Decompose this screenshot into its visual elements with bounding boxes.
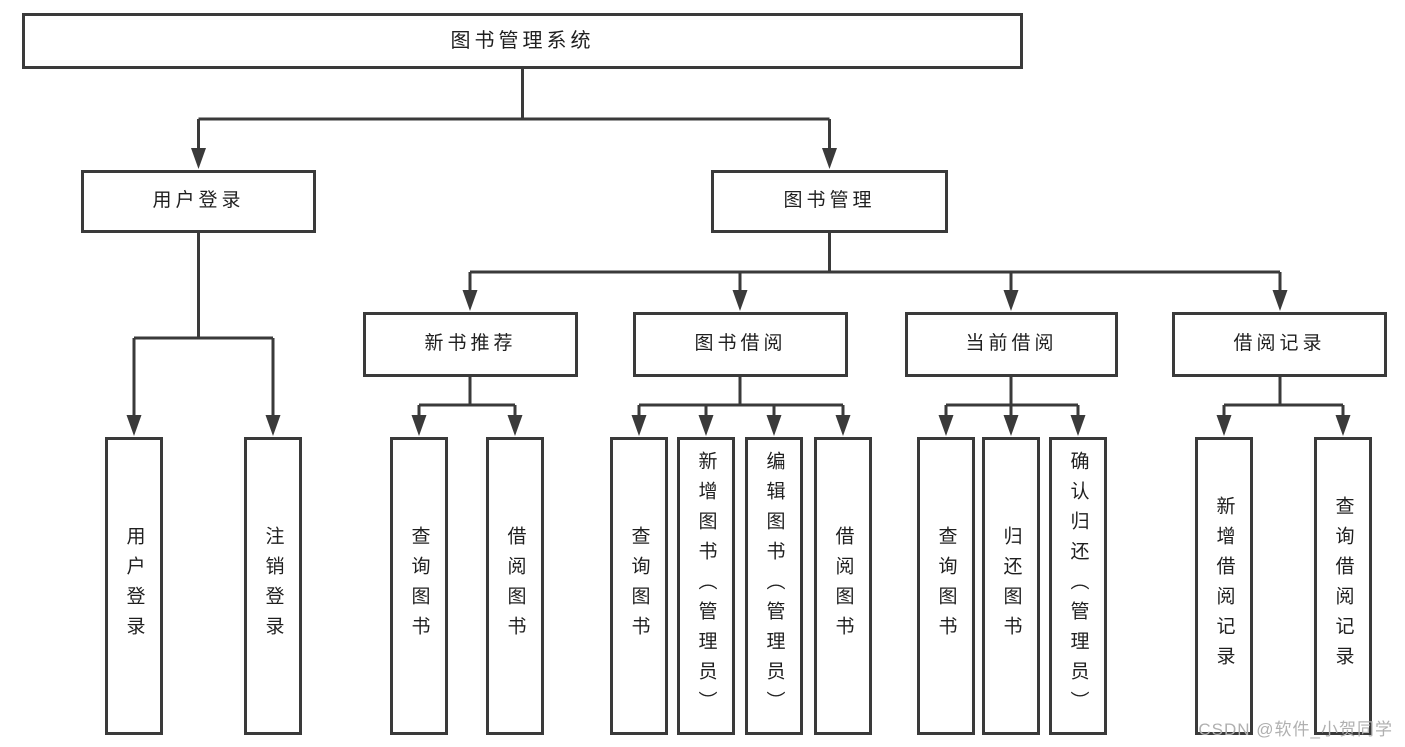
arrowhead (732, 290, 748, 311)
arrowhead (191, 148, 206, 169)
node-book-borrow: 图书借阅 (633, 312, 848, 377)
leaf-query-books-borrow: 查询图书 (610, 437, 668, 735)
arrowhead (1003, 415, 1019, 436)
arrowhead (766, 415, 782, 436)
leaf-label: 新增图书（管理员） (695, 451, 717, 721)
arrowhead (507, 415, 523, 436)
arrowhead (1335, 415, 1351, 436)
node-new-book-recommend: 新书推荐 (363, 312, 578, 377)
leaf-label: 确认归还（管理员） (1067, 451, 1089, 721)
csdn-watermark: CSDN @软件_小贺同学 (1198, 720, 1393, 739)
arrowhead (462, 290, 478, 311)
node-current-borrow: 当前借阅 (905, 312, 1118, 377)
arrowhead (835, 415, 851, 436)
node-borrow-records: 借阅记录 (1172, 312, 1387, 377)
arrowhead (265, 415, 281, 436)
arrowhead (126, 415, 142, 436)
leaf-label: 借阅图书 (832, 526, 854, 646)
arrowhead (1070, 415, 1086, 436)
leaf-label: 新增借阅记录 (1213, 496, 1235, 676)
leaf-confirm-return-admin: 确认归还（管理员） (1049, 437, 1107, 735)
node-label: 借阅记录 (1233, 333, 1326, 355)
leaf-user-login: 用户登录 (105, 437, 163, 735)
arrowhead (1272, 290, 1288, 311)
edge-book-management-to-level3 (468, 233, 1282, 291)
leaf-label: 编辑图书（管理员） (763, 451, 785, 721)
arrowhead (698, 415, 714, 436)
arrowhead (631, 415, 647, 436)
arrowhead (411, 415, 427, 436)
edge-current-borrow-to-leaves (944, 377, 1080, 416)
edge-root-to-level2 (197, 69, 831, 150)
leaf-label: 用户登录 (123, 526, 145, 646)
leaf-label: 注销登录 (262, 526, 284, 646)
arrowhead (938, 415, 954, 436)
node-label: 图书管理系统 (450, 30, 595, 52)
edge-new-book-recommend-to-leaves (417, 377, 517, 416)
leaf-query-borrow-record: 查询借阅记录 (1314, 437, 1372, 735)
leaf-label: 查询图书 (408, 526, 430, 646)
node-system-root: 图书管理系统 (22, 13, 1023, 69)
node-label: 当前借阅 (965, 333, 1058, 355)
node-label: 新书推荐 (424, 333, 517, 355)
node-book-management: 图书管理 (711, 170, 948, 233)
leaf-query-books-current: 查询图书 (917, 437, 975, 735)
arrowhead (1003, 290, 1019, 311)
arrowhead (822, 148, 837, 169)
leaf-label: 归还图书 (1000, 526, 1022, 646)
leaf-return-book: 归还图书 (982, 437, 1040, 735)
leaf-label: 查询图书 (935, 526, 957, 646)
leaf-label: 查询借阅记录 (1332, 496, 1354, 676)
leaf-query-books-recommend: 查询图书 (390, 437, 448, 735)
node-user-login: 用户登录 (81, 170, 316, 233)
arrowhead (1216, 415, 1232, 436)
leaf-borrow-books-recommend: 借阅图书 (486, 437, 544, 735)
edge-book-borrow-to-leaves (637, 377, 845, 416)
leaf-label: 借阅图书 (504, 526, 526, 646)
leaf-add-borrow-record: 新增借阅记录 (1195, 437, 1253, 735)
edge-user-login-to-leaves (132, 233, 275, 416)
leaf-add-book-admin: 新增图书（管理员） (677, 437, 735, 735)
node-label: 用户登录 (152, 190, 245, 212)
node-label: 图书借阅 (694, 333, 787, 355)
edge-borrow-records-to-leaves (1222, 377, 1345, 416)
leaf-label: 查询图书 (628, 526, 650, 646)
leaf-borrow-books: 借阅图书 (814, 437, 872, 735)
leaf-edit-book-admin: 编辑图书（管理员） (745, 437, 803, 735)
leaf-logout: 注销登录 (244, 437, 302, 735)
node-label: 图书管理 (783, 190, 876, 212)
